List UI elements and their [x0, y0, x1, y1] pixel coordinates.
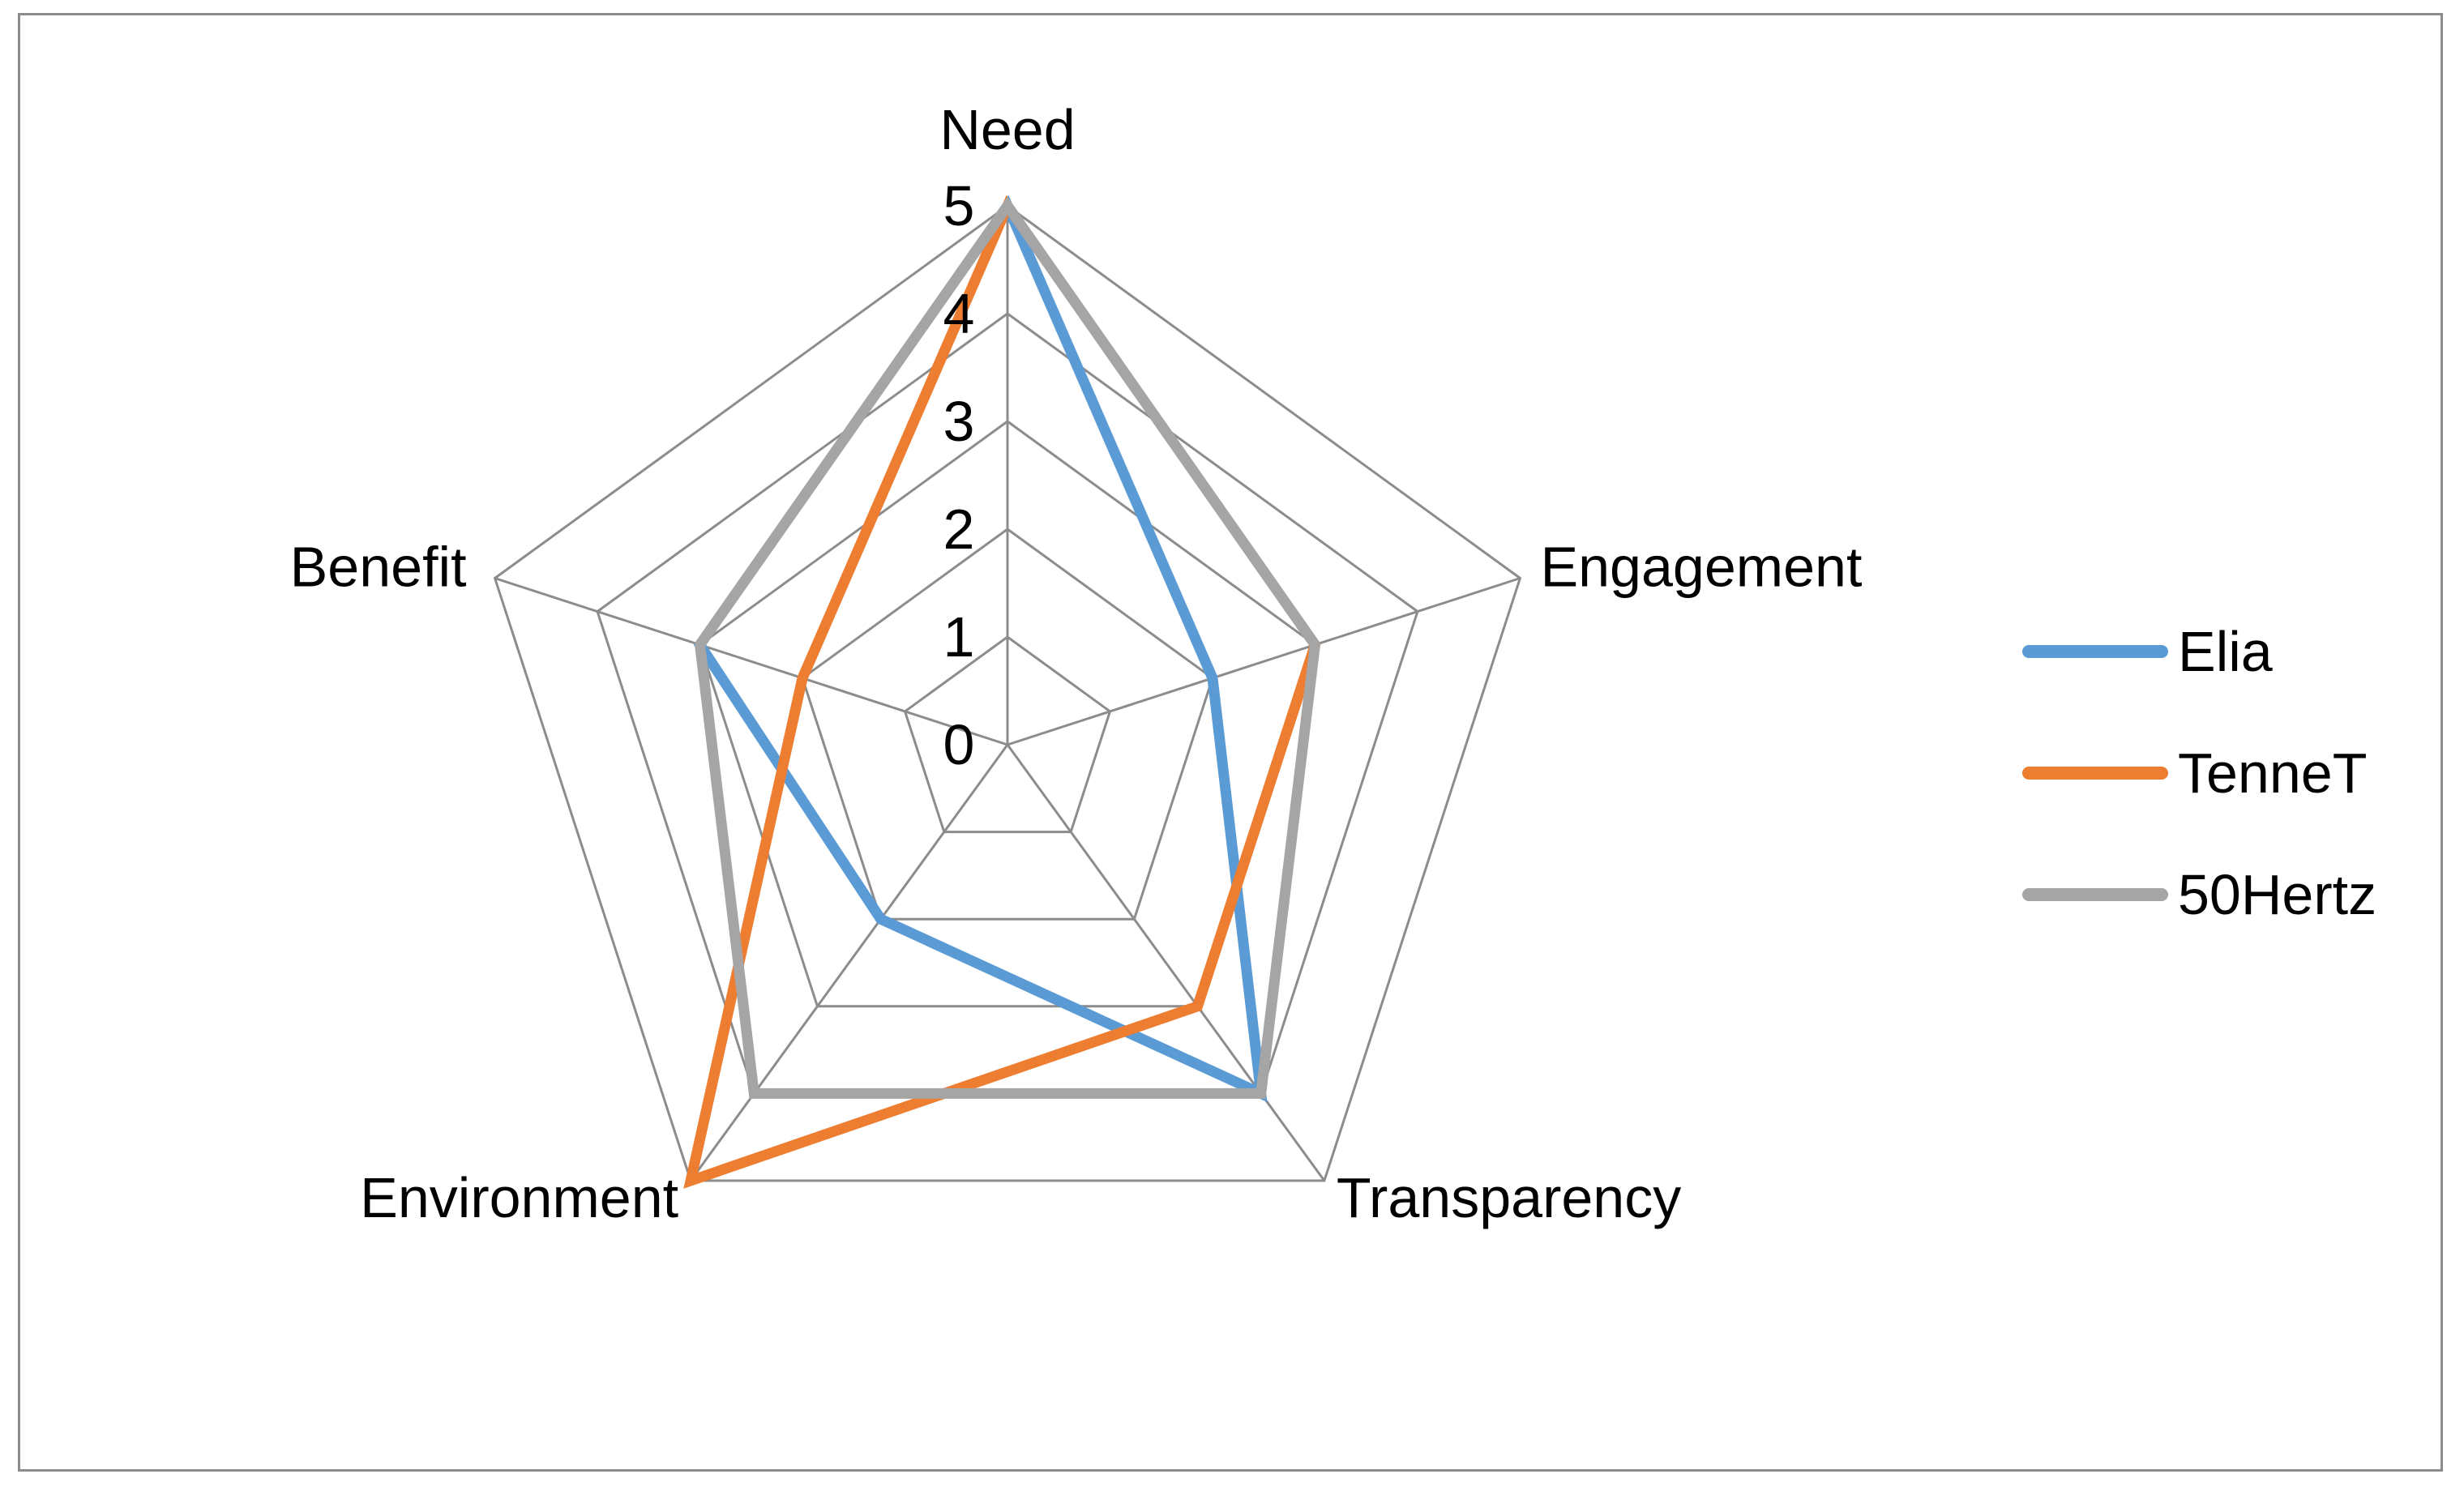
legend-label-50hertz: 50Hertz: [2178, 863, 2377, 926]
series-line-elia: [693, 194, 1268, 1103]
grid-spoke-4: [494, 577, 1008, 746]
tick-label-5: 5: [943, 174, 975, 237]
legend: Elia TenneT 50Hertz: [2022, 591, 2376, 955]
axis-label-environment: Environment: [360, 1166, 678, 1229]
axis-label-need: Need: [939, 98, 1075, 161]
grid-ring-2: [801, 528, 1214, 921]
legend-label-tennet: TenneT: [2178, 741, 2368, 805]
grid-spoke-2: [1006, 744, 1326, 1181]
legend-item-50hertz: 50Hertz: [2022, 834, 2376, 955]
legend-label-elia: Elia: [2178, 620, 2273, 683]
grid-spoke-3: [689, 744, 1009, 1181]
legend-item-elia: Elia: [2022, 591, 2376, 712]
axis-label-benefit: Benefit: [290, 536, 467, 599]
grid-ring-1: [903, 635, 1112, 834]
grid-ring-5: [493, 204, 1522, 1182]
tick-label-4: 4: [943, 282, 975, 345]
grid-ring-3: [698, 420, 1317, 1008]
axis-label-engagement: Engagement: [1540, 536, 1862, 599]
tick-label-2: 2: [943, 498, 975, 561]
tick-label-1: 1: [943, 605, 975, 669]
axis-label-transparency: Transparency: [1337, 1166, 1681, 1229]
legend-swatch-50hertz: [2022, 888, 2168, 901]
series-line-50hertz: [694, 196, 1321, 1099]
legend-swatch-elia: [2022, 645, 2168, 658]
grid-spoke-1: [1007, 577, 1521, 746]
series-line-tennet: [683, 194, 1321, 1189]
legend-swatch-tennet: [2022, 767, 2168, 780]
tick-label-3: 3: [943, 390, 975, 453]
tick-label-0: 0: [943, 713, 975, 776]
legend-item-tennet: TenneT: [2022, 712, 2376, 834]
